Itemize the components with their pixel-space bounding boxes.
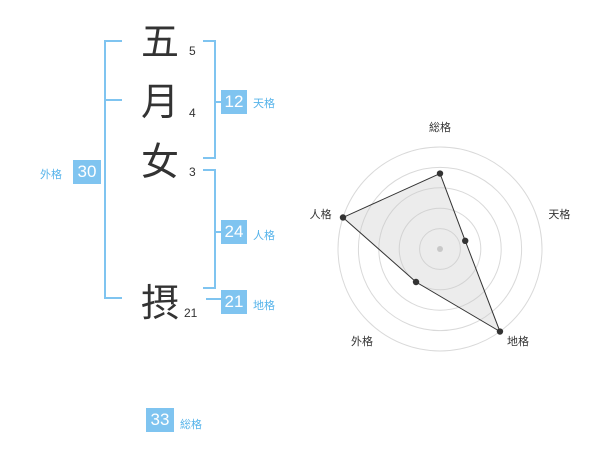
radar-axis-label: 総格 bbox=[429, 120, 451, 134]
tenkaku-value-box: 12 bbox=[221, 90, 247, 114]
gaikaku-bracket bbox=[104, 40, 122, 299]
radar-axis-label: 天格 bbox=[548, 207, 570, 221]
radar-axis-label: 地格 bbox=[507, 334, 529, 348]
radar-point bbox=[436, 170, 444, 177]
jinkaku-bracket bbox=[203, 169, 216, 289]
tenkaku-label: 天格 bbox=[253, 97, 275, 110]
stroke-count-4: 21 bbox=[184, 306, 198, 320]
jinkaku-label: 人格 bbox=[253, 229, 275, 242]
name-char-3: 女 bbox=[141, 140, 180, 184]
radar-point bbox=[496, 328, 504, 335]
radar-ring bbox=[357, 166, 523, 332]
radar-point bbox=[339, 214, 347, 221]
stroke-count-3: 3 bbox=[189, 165, 196, 179]
chikaku-label: 地格 bbox=[253, 299, 275, 312]
radar-axis-label: 人格 bbox=[310, 207, 332, 221]
radar-ring bbox=[398, 207, 482, 291]
radar-point bbox=[412, 278, 420, 286]
gaikaku-value-box: 30 bbox=[73, 160, 101, 184]
radar-center-dot bbox=[437, 246, 443, 252]
chikaku-value-box: 21 bbox=[221, 290, 247, 314]
radar-point bbox=[462, 237, 469, 245]
radar-polygon bbox=[342, 172, 501, 333]
name-char-4: 摂 bbox=[141, 281, 180, 325]
soukaku-value-box: 33 bbox=[146, 408, 174, 432]
name-char-1: 五 bbox=[141, 20, 180, 64]
soukaku-label: 総格 bbox=[180, 418, 202, 431]
tenkaku-bracket bbox=[203, 40, 216, 159]
name-char-2: 月 bbox=[141, 80, 180, 124]
stroke-count-1: 5 bbox=[189, 44, 196, 58]
radar-ring bbox=[419, 228, 461, 270]
radar-axis-label: 外格 bbox=[351, 334, 373, 348]
stroke-count-2: 4 bbox=[189, 106, 196, 120]
jinkaku-value-box: 24 bbox=[221, 220, 247, 244]
radar-ring bbox=[337, 146, 543, 352]
gaikaku-label: 外格 bbox=[40, 168, 62, 181]
